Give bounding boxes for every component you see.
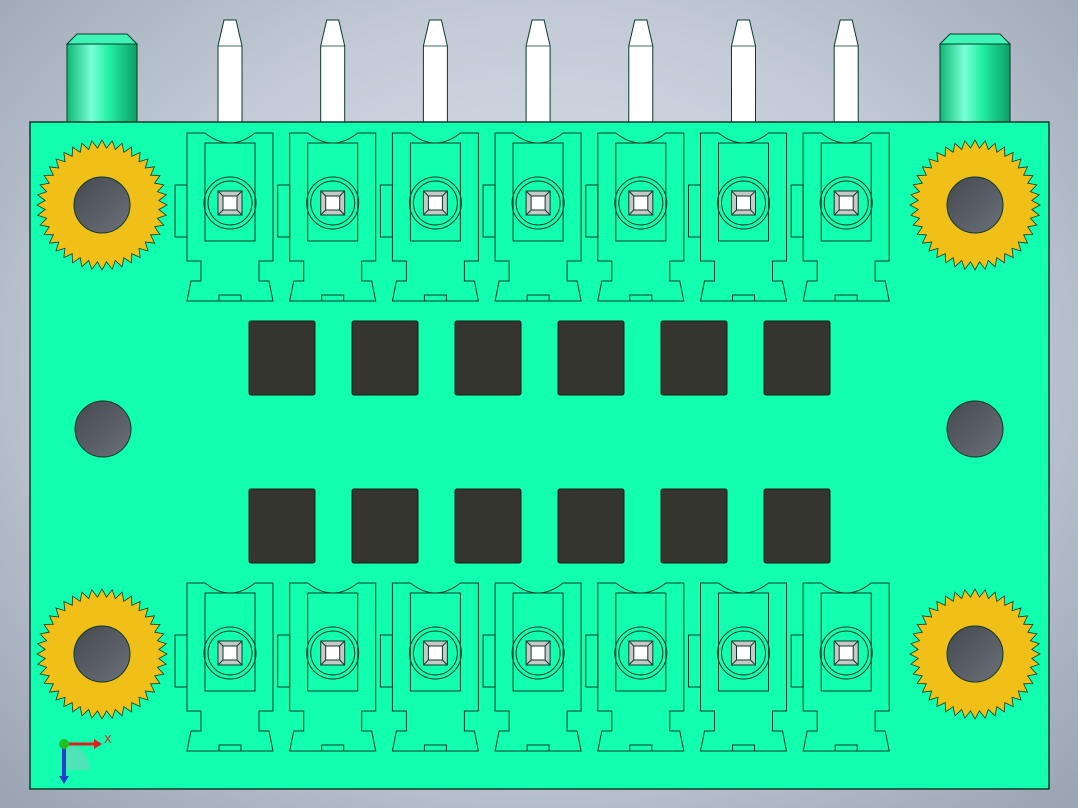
chip — [248, 488, 316, 564]
triad-x-arrow — [94, 739, 102, 749]
chip — [454, 488, 522, 564]
chip — [557, 488, 625, 564]
terminal-block — [379, 132, 480, 302]
terminal-block — [482, 132, 582, 302]
terminal-block — [379, 582, 480, 752]
terminal-block — [585, 132, 685, 302]
chip — [351, 320, 419, 396]
terminal-block — [174, 132, 274, 302]
terminal-block — [277, 582, 377, 752]
chip — [660, 488, 728, 564]
header-pin — [833, 19, 859, 123]
chip — [660, 320, 728, 396]
coordinate-triad: X — [59, 733, 112, 784]
chip-array — [248, 320, 831, 564]
pcb-board[interactable] — [29, 121, 1050, 790]
triad-y-axis — [59, 739, 69, 749]
standoff-right — [938, 33, 1012, 127]
terminal-block — [790, 132, 890, 302]
terminal-block — [585, 582, 685, 752]
terminal-block — [277, 132, 377, 302]
side-hole-left — [74, 400, 132, 458]
triad-rotation-arc — [64, 744, 90, 770]
mounting-pads — [36, 139, 1041, 720]
header-pin — [525, 19, 551, 123]
mounting-pad — [909, 588, 1041, 720]
chip — [351, 488, 419, 564]
triad-x-label: X — [104, 733, 112, 746]
chip — [763, 320, 831, 396]
chip — [248, 320, 316, 396]
triad-z-arrow — [59, 776, 69, 784]
header-pin — [628, 19, 654, 123]
mounting-pad — [36, 139, 168, 271]
header-pin — [422, 19, 448, 123]
terminal-block — [688, 132, 788, 302]
standoff-left — [65, 33, 139, 127]
chip — [557, 320, 625, 396]
side-hole-right — [946, 400, 1004, 458]
terminal-blocks — [174, 132, 890, 752]
header-pin — [731, 19, 756, 123]
chip — [454, 320, 522, 396]
mounting-pad — [36, 588, 168, 720]
header-pin — [217, 19, 243, 123]
terminal-block — [482, 582, 582, 752]
header-pin — [320, 19, 346, 123]
chip — [763, 488, 831, 564]
terminal-block — [790, 582, 890, 752]
side-holes — [74, 400, 1004, 458]
terminal-block — [174, 582, 274, 752]
header-pins — [217, 19, 859, 123]
mounting-pad — [909, 139, 1041, 271]
terminal-block — [688, 582, 788, 752]
